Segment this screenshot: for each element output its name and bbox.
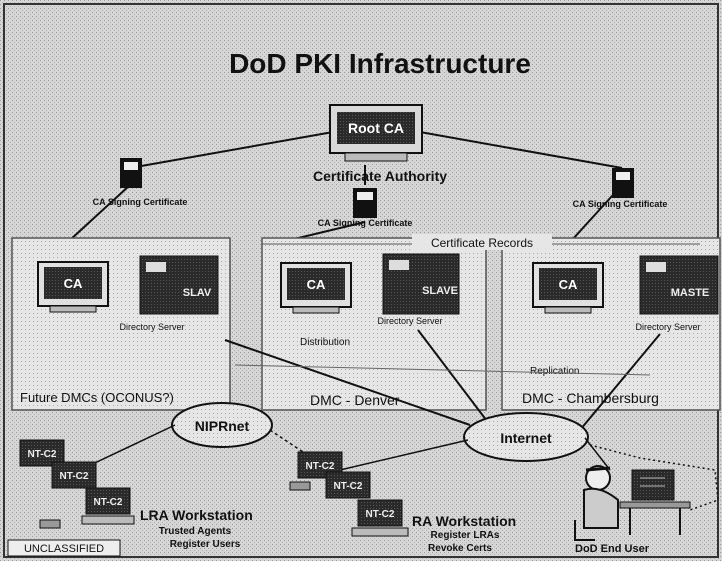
lra-terminal-label-2: NT-C2	[60, 471, 89, 482]
server-label-future: SLAV	[183, 287, 212, 299]
cert-label-left: CA Signing Certificate	[93, 197, 188, 207]
dmc-name-chambersburg: DMC - Chambersburg	[522, 390, 659, 406]
page-title: DoD PKI Infrastructure	[229, 48, 531, 79]
internet-label: Internet	[500, 430, 552, 446]
ra-title: RA Workstation	[412, 513, 516, 529]
cert-label-right: CA Signing Certificate	[573, 199, 668, 209]
end-user-label: DoD End User	[575, 543, 650, 555]
directory-server-label-chambersburg: Directory Server	[635, 322, 700, 332]
lra-terminal-label-1: NT-C2	[28, 449, 57, 460]
lra-line-1: Trusted Agents	[159, 526, 232, 537]
root-links	[69, 131, 623, 241]
distribution-links	[224, 329, 661, 431]
ra-workstations	[289, 451, 409, 537]
replication-label: Replication	[530, 366, 579, 377]
ra-terminal-label-1: NT-C2	[306, 461, 335, 472]
ca-label-denver: CA	[307, 277, 326, 292]
lra-workstations	[19, 439, 135, 529]
dmc-name-future: Future DMCs (OCONUS?)	[20, 390, 174, 405]
ca-label-future: CA	[64, 276, 83, 291]
certificate-authority-label: Certificate Authority	[313, 168, 447, 184]
records-label-bg	[412, 234, 552, 250]
ca-monitor-denver	[280, 262, 352, 314]
certificate-records-label: Certificate Records	[431, 236, 533, 250]
cert-icon-left	[120, 158, 142, 188]
directory-server-label-future: Directory Server	[119, 322, 184, 332]
ra-line-2: Revoke Certs	[428, 543, 492, 554]
ra-terminal-label-3: NT-C2	[366, 509, 395, 520]
internet-cloud	[463, 412, 589, 462]
directory-server-denver	[382, 253, 460, 315]
ra-line-1: Register LRAs	[431, 530, 500, 541]
niprnet-label: NIPRnet	[195, 418, 250, 434]
niprnet-cloud	[171, 402, 273, 448]
classification-label: UNCLASSIFIED	[24, 543, 104, 555]
root-ca-node: Root CA	[329, 104, 423, 162]
server-label-denver: SLAVE	[422, 285, 458, 297]
root-ca-label: Root CA	[348, 120, 404, 136]
classification-box	[7, 539, 121, 557]
ca-monitor-future	[37, 261, 109, 313]
ca-monitor-chambersburg	[532, 262, 604, 314]
cert-icon-center	[353, 188, 377, 218]
server-label-chambersburg: MASTE	[671, 287, 710, 299]
lra-title: LRA Workstation	[140, 507, 253, 523]
ra-terminal-label-2: NT-C2	[334, 481, 363, 492]
lra-line-2: Register Users	[170, 539, 241, 550]
distribution-label: Distribution	[300, 337, 350, 348]
dmc-name-denver: DMC - Denver	[310, 392, 400, 408]
lra-terminal-label-3: NT-C2	[94, 497, 123, 508]
cert-icon-right	[612, 168, 634, 198]
directory-server-label-denver: Directory Server	[377, 316, 442, 326]
cert-label-center: CA Signing Certificate	[318, 218, 413, 228]
directory-server-future	[139, 255, 219, 315]
ca-label-chambersburg: CA	[559, 277, 578, 292]
directory-server-chambersburg	[639, 255, 719, 315]
end-user-figure	[574, 465, 691, 541]
